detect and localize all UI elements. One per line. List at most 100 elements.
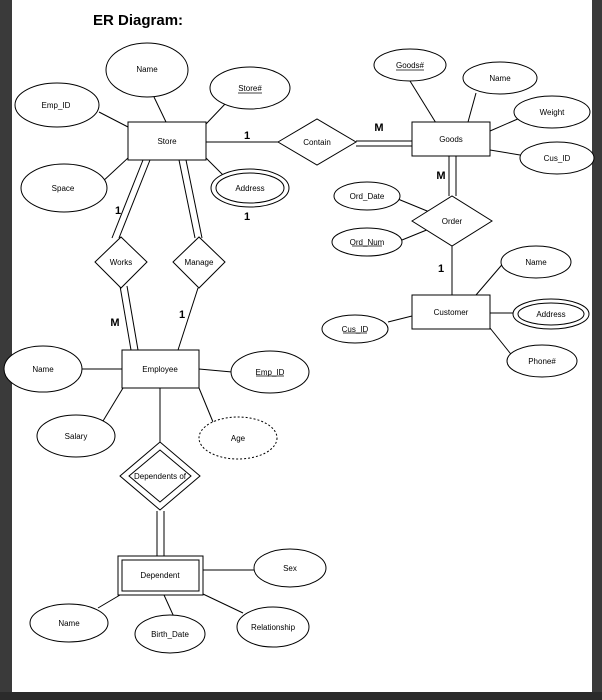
store-works-link-a: [111, 159, 144, 239]
relationship-works-label: Works: [110, 258, 133, 267]
attr-goods-id: [373, 48, 447, 82]
bottom-border: [0, 692, 602, 700]
goods-id-link: [409, 80, 437, 124]
attr-relationship-label: Relationship: [251, 623, 296, 632]
cardinality-works-employee: M: [110, 317, 119, 329]
dependent-name-link: [97, 594, 121, 609]
relationship-manage: [172, 236, 226, 289]
attr-dependent-name: [29, 603, 109, 643]
attr-employee-id: [230, 350, 310, 394]
attr-goods-id-label: Goods#: [396, 61, 425, 70]
cardinality-works-store: 1: [115, 205, 121, 217]
attr-sex: [253, 548, 327, 588]
attr-ord-date-label: Ord_Date: [350, 192, 385, 201]
customer-phone-link: [489, 327, 515, 359]
dependent-birthdate-link: [163, 594, 175, 618]
attr-store-name-label: Name: [136, 65, 158, 74]
attr-goods-cusid-label: Cus_ID: [544, 154, 571, 163]
attr-dependent-name-label: Name: [58, 619, 80, 628]
entity-store: [127, 121, 207, 161]
cardinality-order-goods: M: [436, 170, 445, 182]
dependent-relationship-link: [202, 593, 244, 614]
attr-sex-label: Sex: [283, 564, 297, 573]
attr-cusid-label: Cus_ID: [342, 325, 369, 334]
cardinality-manage-employee: 1: [179, 309, 185, 321]
attr-age-label: Age: [231, 434, 246, 443]
attr-cusid: [321, 314, 389, 344]
store-manage-link-a: [178, 159, 196, 239]
attr-salary: [36, 414, 116, 458]
goods-weight-link: [489, 117, 521, 132]
attr-employee-name: [3, 345, 83, 393]
attr-ord-date: [333, 181, 401, 211]
store-works-link-b: [118, 159, 151, 239]
manage-employee-link: [177, 287, 199, 351]
attr-customer-address-inner: [517, 302, 585, 326]
relationship-dependents-of-label: Dependents of: [134, 472, 187, 481]
customer-cusid-link: [387, 315, 413, 323]
employee-id-link: [198, 368, 233, 373]
attr-salary-label: Salary: [65, 432, 88, 441]
attr-birth-date: [134, 614, 206, 654]
relationship-contain: [277, 118, 357, 166]
goods-cusid-link: [489, 149, 527, 157]
attr-relationship: [236, 606, 310, 648]
attr-age: [198, 416, 278, 460]
attr-store-address-inner: [215, 172, 285, 204]
attr-store-address-label: Address: [235, 184, 264, 193]
cardinality-manage-store: 1: [244, 211, 250, 223]
entity-goods-label: Goods: [439, 135, 463, 144]
attr-birth-date-label: Birth_Date: [151, 630, 189, 639]
attr-store-empid-label: Emp_ID: [42, 101, 71, 110]
store-manage-link-b: [185, 159, 203, 239]
entity-customer: [411, 294, 491, 330]
attr-weight-label: Weight: [540, 108, 566, 117]
right-border: [592, 0, 602, 700]
left-border: [0, 0, 12, 700]
relationship-works: [94, 236, 148, 289]
attr-store-id: [209, 66, 291, 110]
attr-store-name: [105, 42, 189, 98]
employee-age-link: [198, 387, 214, 423]
cardinality-contain-store: 1: [244, 130, 250, 142]
attr-weight: [513, 95, 591, 129]
store-id-link: [205, 102, 227, 125]
store-empid-link: [98, 111, 129, 128]
store-name-link: [153, 96, 167, 123]
diagram-title: ER Diagram:: [93, 12, 184, 29]
attr-employee-name-label: Name: [32, 365, 54, 374]
entity-employee-label: Employee: [142, 365, 178, 374]
attr-employee-id-label: Emp_ID: [256, 368, 285, 377]
relationship-dependents-of-inner: [128, 449, 192, 503]
attr-goods-cusid: [519, 141, 595, 175]
relationship-order: [411, 195, 493, 247]
customer-name-link: [475, 259, 507, 296]
works-employee-link-b: [126, 285, 139, 351]
attr-customer-address-label: Address: [536, 310, 565, 319]
attr-space-label: Space: [52, 184, 75, 193]
attr-phone: [506, 344, 578, 378]
attr-store-id-label: Store#: [238, 84, 262, 93]
attr-phone-label: Phone#: [528, 357, 556, 366]
attr-goods-name-label: Name: [489, 74, 511, 83]
store-space-link: [100, 157, 129, 184]
attr-ord-num: [331, 227, 403, 257]
entity-customer-label: Customer: [434, 308, 469, 317]
attr-ord-num-label: Ord_Num: [350, 238, 385, 247]
attr-customer-name-label: Name: [525, 258, 547, 267]
employee-salary-link: [102, 387, 124, 422]
relationship-contain-label: Contain: [303, 138, 331, 147]
goods-name-link: [467, 92, 477, 123]
relationship-order-label: Order: [442, 217, 463, 226]
entity-goods: [411, 121, 491, 157]
attr-space: [20, 163, 108, 213]
cardinality-contain-goods: M: [374, 122, 383, 134]
entity-store-label: Store: [157, 137, 177, 146]
relationship-manage-label: Manage: [185, 258, 214, 267]
cardinality-order-customer: 1: [438, 263, 444, 275]
attr-goods-name: [462, 61, 538, 95]
attr-customer-name: [500, 245, 572, 279]
entity-dependent-label: Dependent: [140, 571, 180, 580]
entity-dependent-inner: [121, 559, 200, 592]
